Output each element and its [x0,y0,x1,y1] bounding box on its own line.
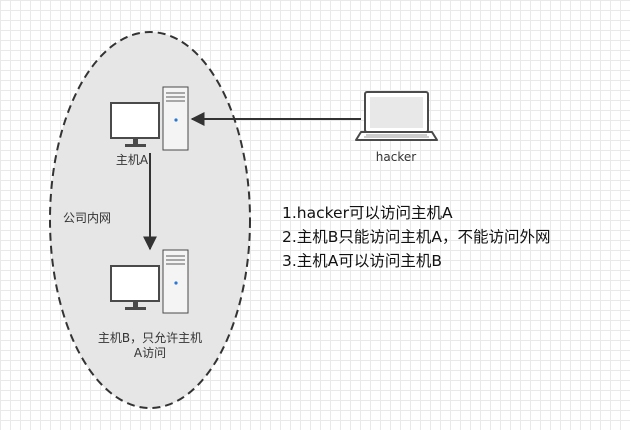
hacker-laptop-icon[interactable] [355,91,438,141]
host-b-icon[interactable] [110,249,189,314]
note-item: 2.主机B只能访问主机A，不能访问外网 [282,228,551,246]
note-item: 3.主机A可以访问主机B [282,252,443,270]
notes-list: 1.hacker可以访问主机A 2.主机B只能访问主机A，不能访问外网 3.主机… [282,201,551,273]
host-b-label-line2: A访问 [133,346,167,360]
host-b-label: 主机B，只允许主机 A访问 [80,331,220,361]
intranet-label: 公司内网 [62,211,111,225]
host-b-label-line1: 主机B，只允许主机 [97,331,203,345]
hacker-label: hacker [375,150,417,164]
host-a-icon[interactable] [110,86,189,151]
host-a-label: 主机A [115,153,149,167]
note-item: 1.hacker可以访问主机A [282,204,453,222]
